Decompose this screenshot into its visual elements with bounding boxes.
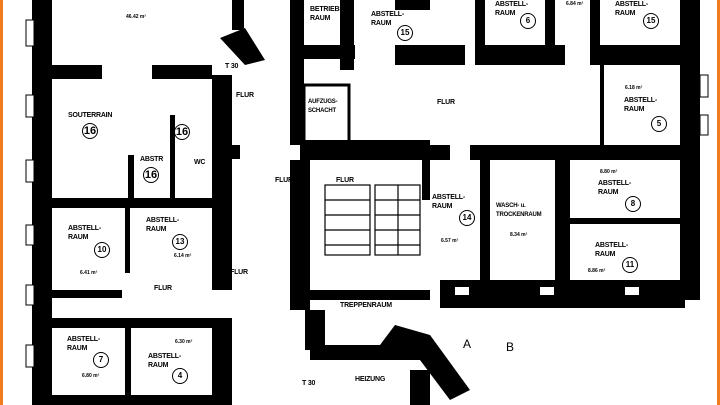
abstell14-label: ABSTELL- RAUM xyxy=(432,194,466,210)
door-rating-t30-1: T 30 xyxy=(225,63,239,70)
wc-label: WC xyxy=(194,159,206,166)
flur-label-5: FLUR xyxy=(154,285,172,292)
abstell14-area: 6.57 m² xyxy=(441,238,459,244)
room-number-16-abstr: 16 xyxy=(143,167,159,183)
abstell5-area: 6.18 m² xyxy=(625,85,643,91)
abstr-label: ABSTR xyxy=(140,156,164,163)
door-rating-t30-3: T 30 xyxy=(302,380,316,387)
abstell15b-label: ABSTELL- RAUM xyxy=(615,1,649,17)
abstell13-area: 6.14 m² xyxy=(174,253,192,259)
wasch-area: 8.34 m² xyxy=(510,232,528,238)
abstell11-area: 8.86 m² xyxy=(588,268,606,274)
room-number-15a: 15 xyxy=(397,25,413,41)
heizung-label: HEIZUNG xyxy=(355,376,386,383)
abstell8-area: 8.80 m² xyxy=(600,169,618,175)
flur-label-1: FLUR xyxy=(236,92,254,99)
room-number-16-wc: 16 xyxy=(174,124,190,140)
abstell5-label: ABSTELL- RAUM xyxy=(624,97,658,113)
room-number-16-souterrain: 16 xyxy=(82,123,98,139)
wasch-trockenraum-label: WASCH- u. TROCKENRAUM xyxy=(496,203,542,218)
abstell6-label: ABSTELL- RAUM xyxy=(495,1,529,17)
section-marker-b: B xyxy=(506,340,514,354)
flur-label-3: FLUR xyxy=(336,177,354,184)
door-rating-t30-2: T 30 xyxy=(385,142,399,149)
top-room-area: 46.42 m² xyxy=(126,14,147,20)
abstell4-label: ABSTELL- RAUM xyxy=(148,353,182,369)
section-marker-a: A xyxy=(463,337,471,351)
room-number-6: 6 xyxy=(520,13,536,29)
room-number-5: 5 xyxy=(651,116,667,132)
aufzugsschacht-label: AUFZUGS- SCHACHT xyxy=(308,99,338,114)
room-number-11: 11 xyxy=(622,257,638,273)
room-number-7: 7 xyxy=(93,352,109,368)
flur-label-4: FLUR xyxy=(230,269,248,276)
abstell10-label: ABSTELL- RAUM xyxy=(68,225,102,241)
room-number-14: 14 xyxy=(459,210,475,226)
souterrain-label: SOUTERRAIN xyxy=(68,112,113,119)
abstell15a-label: ABSTELL- RAUM xyxy=(371,11,405,27)
abstell6-area: 6.84 m² xyxy=(566,1,584,7)
abstell4-area: 6.30 m² xyxy=(175,339,193,345)
room-number-15b: 15 xyxy=(643,13,659,29)
room-number-8: 8 xyxy=(625,196,641,212)
flur-label-2: FLUR xyxy=(275,177,293,184)
abstell7-label: ABSTELL- RAUM xyxy=(67,336,101,352)
abstell7-area: 6.80 m² xyxy=(82,373,100,379)
room-number-13: 13 xyxy=(172,234,188,250)
room-number-4: 4 xyxy=(172,368,188,384)
right-frame-edge xyxy=(717,0,720,405)
abstell13-label: ABSTELL- RAUM xyxy=(146,217,180,233)
abstell10-area: 6.41 m² xyxy=(80,270,98,276)
flur-label-main: FLUR xyxy=(437,99,455,106)
left-frame-edge xyxy=(0,0,3,405)
treppenraum-label: TREPPENRAUM xyxy=(340,302,392,309)
abstell8-label: ABSTELL- RAUM xyxy=(598,180,632,196)
betriebsraum-label: BETRIEBS- RAUM xyxy=(310,6,346,22)
abstell11-label: ABSTELL- RAUM xyxy=(595,242,629,258)
room-number-10: 10 xyxy=(94,242,110,258)
